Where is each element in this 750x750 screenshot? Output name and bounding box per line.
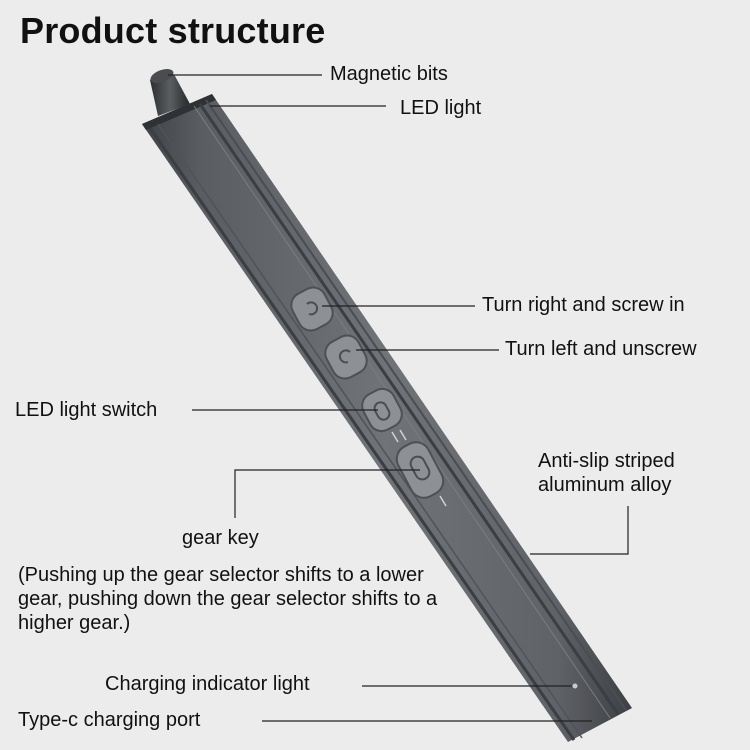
label-magnetic-bits: Magnetic bits <box>330 63 448 85</box>
label-led-light: LED light <box>400 97 482 119</box>
gear-marker <box>391 431 399 443</box>
label-led-switch: LED light switch <box>15 399 158 421</box>
gear-key-note: (Pushing up the gear selector shifts to … <box>18 564 438 634</box>
leader-lines <box>168 74 629 722</box>
gear-marker <box>399 429 407 441</box>
label-gear-key: gear key <box>182 527 259 549</box>
label-anti-slip: Anti-slip striped aluminum alloy <box>538 449 675 497</box>
label-type-c-port: Type-c charging port <box>18 709 201 731</box>
turn-left-button[interactable] <box>321 331 372 383</box>
charging-indicator-dot <box>572 683 578 689</box>
page-title: Product structure <box>20 10 326 51</box>
turn-right-button[interactable] <box>287 283 338 335</box>
label-turn-right: Turn right and screw in <box>482 294 685 316</box>
label-charging-indicator: Charging indicator light <box>105 673 310 695</box>
gear-marker <box>439 495 447 507</box>
label-anti-slip-line1: Anti-slip striped <box>538 450 675 472</box>
label-anti-slip-line2: aluminum alloy <box>538 474 672 496</box>
magnetic-bit-tip <box>150 69 190 116</box>
label-turn-left: Turn left and unscrew <box>505 338 697 360</box>
led-switch-button[interactable] <box>358 384 407 435</box>
